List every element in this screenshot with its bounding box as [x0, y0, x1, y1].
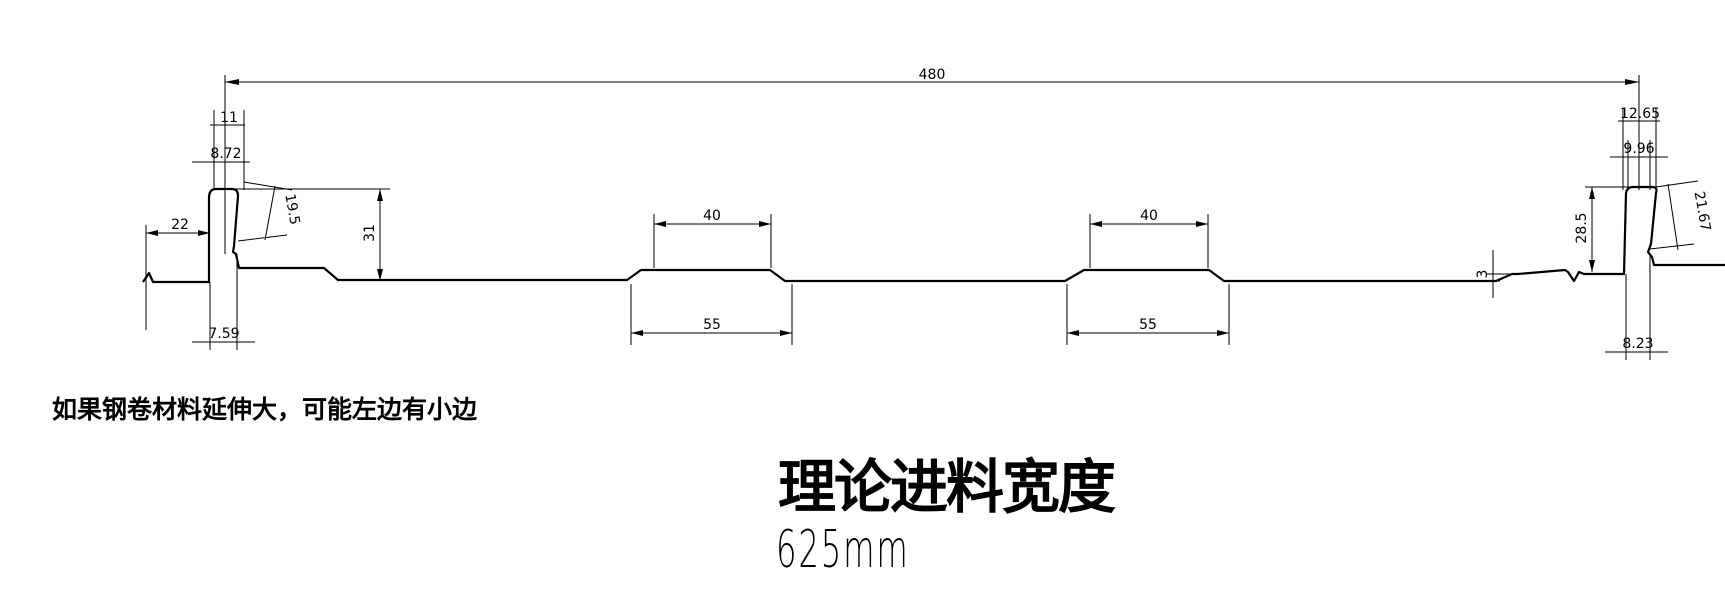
ridge1-top-arrow-left [654, 221, 666, 227]
right-lip-slope-label: 21.67 [1691, 190, 1714, 232]
left-offset-arrow-left [146, 230, 158, 236]
right-rib-height-arrow-bottom [1589, 260, 1595, 272]
material-note: 如果钢卷材料延伸大，可能左边有小边 [52, 395, 478, 424]
left-lip-slope-label: 19.5 [281, 193, 302, 226]
left-gap-outer-label: 11 [220, 110, 238, 126]
ridge2-bottom-arrow-left [1067, 330, 1079, 336]
drawing-title: 理论进料宽度 [778, 453, 1116, 521]
left-lip-slope-ext2 [237, 234, 288, 242]
left-gap-inner-label: 8.72 [210, 146, 241, 162]
right-rib-height-label: 28.5 [1574, 212, 1590, 243]
right-lip-slope-dim [1667, 183, 1679, 251]
right-gap-inner-label: 9.96 [1623, 141, 1654, 157]
ridge2-bottom-label: 55 [1139, 317, 1157, 333]
feed-width-value: 625mm [776, 520, 910, 580]
ridge2-top-arrow-left [1090, 221, 1102, 227]
left-offset-arrow-right [198, 230, 210, 236]
ridge2-top-arrow-right [1196, 221, 1208, 227]
ridge1-bottom-arrow-right [780, 330, 792, 336]
ridge2-top-label: 40 [1140, 208, 1158, 224]
right-lip-slope-ext2 [1649, 243, 1695, 250]
right-lip-slope-ext1 [1655, 180, 1699, 188]
ridge1-bottom-label: 55 [703, 317, 721, 333]
ridge1-top-arrow-right [759, 221, 771, 227]
ridge2-bottom-arrow-right [1217, 330, 1229, 336]
right-step-height-label: 3 [1475, 270, 1491, 279]
right-bottom-width-label: 8.23 [1622, 336, 1653, 352]
right-rib-height-arrow-top [1589, 187, 1595, 199]
ridge1-top-label: 40 [703, 208, 721, 224]
rib-height-arrow-top [377, 189, 383, 201]
rib-height-arrow-bottom [377, 269, 383, 281]
left-offset-label: 22 [171, 217, 189, 233]
rib-height-label: 31 [362, 224, 378, 242]
overall-width-label: 480 [919, 67, 946, 83]
panel-profile-line [142, 185, 1725, 284]
left-lip-slope-dim [264, 185, 276, 241]
overall-width-arrow-right [1625, 79, 1639, 85]
left-bottom-width-label: 7.59 [208, 326, 239, 342]
overall-width-arrow-left [225, 79, 239, 85]
ridge1-bottom-arrow-left [631, 330, 643, 336]
right-gap-outer-label: 12.65 [1620, 106, 1660, 122]
